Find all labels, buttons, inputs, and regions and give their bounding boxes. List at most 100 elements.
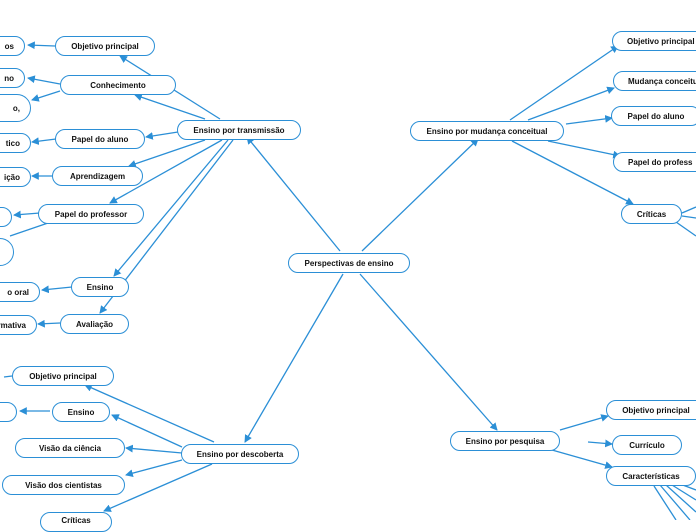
link-descoberta-visao-cientistas [125,459,183,478]
link-leaf-3 [31,90,61,102]
branch-descoberta[interactable]: Ensino por descoberta [181,444,299,464]
link-mudanca-papel-professor [547,140,621,159]
link-desc-leaf-1 [3,375,13,378]
link-central-pesquisa [359,273,498,431]
transmissao-leaf-label: o oral [7,287,29,297]
transmissao-papel-professor-node[interactable]: Papel do professor [38,204,144,224]
mudanca-objetivo-node[interactable]: Objetivo principal [612,31,696,51]
link-transmissao-conhecimento [134,93,206,120]
link-descoberta-visao-ciencia [125,444,183,454]
link-mudanca-criticas [511,140,634,205]
link-leaf-1 [27,41,56,50]
branch-transmissao[interactable]: Ensino por transmissão [177,120,301,140]
link-caract-5 [653,485,677,520]
transmissao-leaf-label: o, [12,103,20,113]
pesquisa-objetivo-label: Objetivo principal [622,405,690,415]
transmissao-aprendizagem-node[interactable]: Aprendizagem [52,166,143,186]
transmissao-objetivo-label: Objetivo principal [71,41,139,51]
mudanca-objetivo-label: Objetivo principal [627,36,695,46]
central-node[interactable]: Perspectivas de ensino [288,253,410,273]
transmissao-leaf-node[interactable]: o, [0,94,31,122]
link-mudanca-conceitual [527,86,615,121]
link-descoberta-ensino [111,414,183,448]
descoberta-objetivo-label: Objetivo principal [29,371,97,381]
transmissao-leaf-node[interactable]: ição [0,167,31,187]
pesquisa-curriculo-label: Currículo [629,440,665,450]
transmissao-avaliacao-label: Avaliação [75,319,114,329]
descoberta-criticas-node[interactable]: Críticas [40,512,112,532]
transmissao-leaf-label: ição [3,172,20,182]
mudanca-criticas-node[interactable]: Críticas [621,204,682,224]
descoberta-ensino-label: Ensino [67,407,95,417]
link-transmissao-aprendizagem [128,139,206,168]
link-leaf-8 [41,285,73,294]
transmissao-leaf-label: os [4,41,14,51]
mudanca-conceitual-label: Mudança conceitu [628,76,696,86]
link-pesquisa-caracteristicas [551,449,613,469]
transmissao-leaf-node[interactable]: os [0,36,25,56]
link-leaf-4 [31,137,57,146]
transmissao-leaf-node[interactable]: tico [0,133,31,153]
link-criticas-1 [681,206,696,214]
pesquisa-curriculo-node[interactable]: Currículo [612,435,682,455]
transmissao-aprendizagem-label: Aprendizagem [69,171,126,181]
mudanca-criticas-label: Críticas [636,209,667,219]
pesquisa-caracteristicas-node[interactable]: Características [606,466,696,486]
branch-mudanca-label: Ensino por mudança conceitual [426,126,548,136]
link-criticas-3 [675,221,696,237]
descoberta-objetivo-node[interactable]: Objetivo principal [12,366,114,386]
link-pesquisa-curriculo [587,439,613,448]
mudanca-conceitual-node[interactable]: Mudança conceitu [613,71,696,91]
link-transmissao-ensino [113,139,229,277]
descoberta-criticas-label: Críticas [61,516,91,525]
mind-map-connections [3,41,696,520]
descoberta-leaf-node-empty[interactable] [0,402,17,422]
descoberta-visao-ciencia-node[interactable]: Visão da ciência [15,438,125,458]
transmissao-papel-professor-label: Papel do professor [54,209,128,219]
branch-transmissao-label: Ensino por transmissão [193,125,285,135]
transmissao-papel-aluno-label: Papel do aluno [71,134,129,144]
transmissao-leaf-node[interactable]: o oral [0,282,40,302]
link-transmissao-papel-aluno [145,131,179,140]
transmissao-leaf-label: no [4,73,14,83]
branch-descoberta-label: Ensino por descoberta [196,449,284,459]
link-mudanca-papel-aluno [565,115,613,125]
transmissao-leaf-node[interactable]: ormativa [0,315,37,335]
link-leaf-2 [27,75,61,85]
transmissao-leaf-node[interactable]: no [0,68,25,88]
transmissao-objetivo-node[interactable]: Objetivo principal [55,36,155,56]
mudanca-papel-professor-label: Papel do profess [628,157,693,167]
link-leaf-7 [9,222,49,237]
link-caract-2 [665,484,696,513]
link-caract-3 [671,484,696,501]
descoberta-visao-ciencia-label: Visão da ciência [38,443,102,453]
branch-pesquisa-label: Ensino por pesquisa [465,436,545,446]
mudanca-papel-aluno-node[interactable]: Papel do aluno [611,106,696,126]
mudanca-papel-aluno-label: Papel do aluno [627,111,685,121]
descoberta-ensino-node[interactable]: Ensino [52,402,110,422]
branch-pesquisa[interactable]: Ensino por pesquisa [450,431,560,451]
central-node-label: Perspectivas de ensino [304,258,394,268]
descoberta-visao-cientistas-node[interactable]: Visão dos cientistas [2,475,125,495]
link-transmissao-papel-professor [109,139,223,204]
branch-mudanca[interactable]: Ensino por mudança conceitual [410,121,564,141]
link-central-descoberta [244,273,344,443]
link-criticas-2 [681,215,696,219]
mudanca-papel-professor-node[interactable]: Papel do profess [613,152,696,172]
transmissao-avaliacao-node[interactable]: Avaliação [60,314,129,334]
transmissao-leaf-label: ormativa [0,320,26,330]
transmissao-leaf-label: tico [5,138,20,148]
link-caract-1 [659,484,691,520]
link-central-transmissao [246,136,341,252]
transmissao-papel-aluno-node[interactable]: Papel do aluno [55,129,145,149]
link-mudanca-objetivo [509,45,619,121]
link-descoberta-criticas [103,463,213,512]
transmissao-conhecimento-node[interactable]: Conhecimento [60,75,176,95]
transmissao-conhecimento-label: Conhecimento [90,80,146,90]
transmissao-ensino-label: Ensino [86,282,114,292]
pesquisa-caracteristicas-label: Características [622,471,680,481]
link-leaf-6 [13,210,41,219]
transmissao-ensino-node[interactable]: Ensino [71,277,129,297]
link-pesquisa-objetivo [559,414,609,431]
pesquisa-objetivo-node[interactable]: Objetivo principal [606,400,696,420]
